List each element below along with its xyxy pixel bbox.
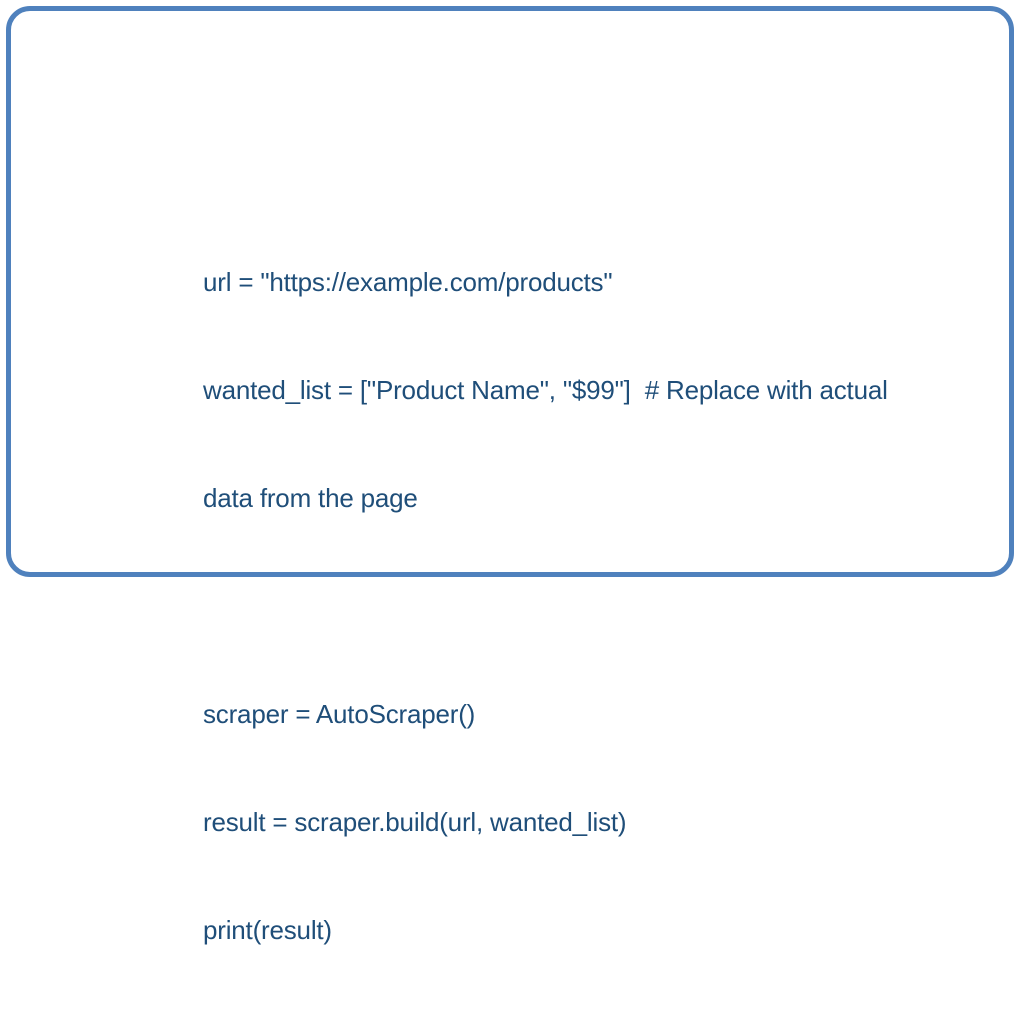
slide-frame: url = "https://example.com/products" wan… (6, 6, 1014, 945)
code-block: url = "https://example.com/products" wan… (203, 192, 888, 1020)
code-line: print(result) (203, 915, 332, 945)
code-line: wanted_list = ["Product Name", "$99"] # … (203, 375, 888, 405)
code-line: result = scraper.build(url, wanted_list) (203, 807, 627, 837)
code-line: url = "https://example.com/products" (203, 267, 613, 297)
code-line: scraper = AutoScraper() (203, 699, 476, 729)
code-line-blank (203, 588, 888, 624)
code-line: data from the page (203, 483, 418, 513)
